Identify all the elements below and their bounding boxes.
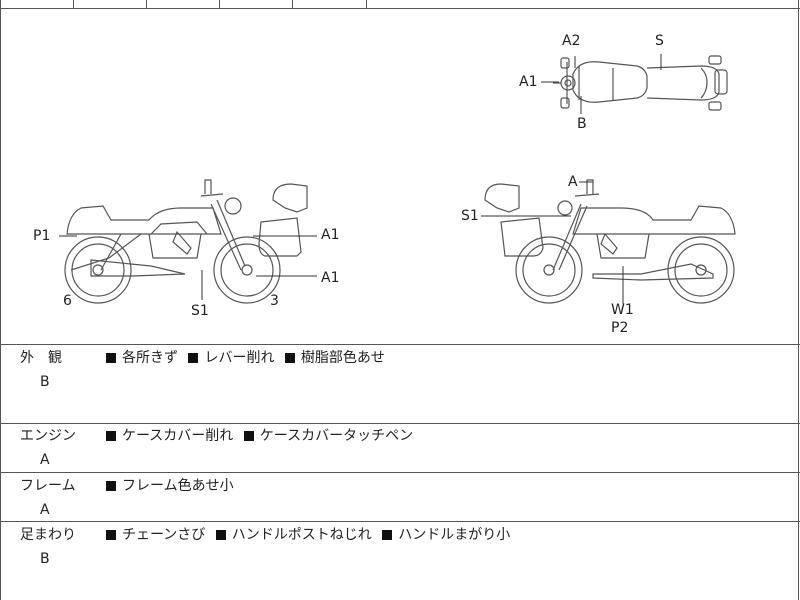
left-view-label-a1-upper: A1 — [321, 227, 340, 243]
category-row-exterior: 外 観 B 各所きず レバー削れ 樹脂部色あせ — [0, 345, 798, 423]
top-view-label-s: S — [655, 33, 664, 49]
category-row-suspension: 足まわり B チェーンさび ハンドルポストねじれ ハンドルまがり小 — [0, 522, 798, 600]
bullet-square-icon — [215, 530, 226, 540]
category-grade: A — [40, 452, 50, 468]
bullet-square-icon — [188, 353, 199, 363]
bullet-square-icon — [382, 530, 393, 540]
category-grade: A — [40, 502, 50, 518]
note-item: 樹脂部色あせ — [284, 349, 385, 367]
top-cell-divider — [366, 0, 367, 8]
category-grade: B — [40, 374, 50, 390]
top-cell-divider — [292, 0, 293, 8]
bullet-square-icon — [106, 481, 116, 491]
note-item: ハンドルポストねじれ — [215, 526, 372, 544]
category-notes: 各所きず レバー削れ 樹脂部色あせ — [106, 349, 391, 367]
top-cell-divider — [146, 0, 147, 8]
left-view-label-a1-lower: A1 — [321, 270, 340, 286]
note-item: ケースカバータッチペン — [243, 427, 413, 445]
category-title: 足まわり — [20, 527, 76, 543]
row-divider — [0, 423, 800, 424]
bullet-square-icon — [106, 431, 116, 441]
top-cell-divider — [219, 0, 220, 8]
note-item: ケースカバー削れ — [106, 427, 233, 445]
motorcycle-top-view — [553, 55, 728, 111]
bullet-square-icon — [284, 353, 295, 363]
right-view-label-p2: P2 — [611, 320, 629, 336]
top-view-label-a2: A2 — [562, 33, 581, 49]
row-divider — [0, 521, 800, 522]
note-item: チェーンさび — [106, 526, 205, 544]
motorcycle-left-side-view — [64, 179, 308, 304]
category-row-engine: エンジン A ケースカバー削れ ケースカバータッチペン — [0, 424, 798, 472]
top-row-bottom-border — [0, 8, 800, 9]
category-notes: ケースカバー削れ ケースカバータッチペン — [106, 427, 419, 445]
sheet-left-border — [0, 0, 1, 600]
row-divider — [0, 472, 800, 473]
category-title: エンジン — [20, 428, 76, 444]
bullet-square-icon — [106, 530, 116, 540]
category-notes: フレーム色あせ小 — [106, 477, 240, 495]
note-item: フレーム色あせ小 — [106, 477, 234, 495]
left-view-label-3: 3 — [270, 293, 279, 309]
top-view-label-b: B — [577, 116, 587, 132]
right-view-label-w1: W1 — [611, 302, 634, 318]
category-grade: B — [40, 551, 50, 567]
category-title: フレーム — [20, 478, 76, 494]
left-view-label-p1: P1 — [33, 228, 51, 244]
damage-location-diagram: A2 S A1 B P1 A1 A1 6 S1 3 A S1 W1 P2 — [1, 8, 798, 344]
left-view-label-6: 6 — [63, 293, 72, 309]
top-cell-divider — [73, 0, 74, 8]
bullet-square-icon — [243, 431, 254, 441]
category-title: 外 観 — [20, 350, 62, 366]
motorcycle-right-side-view — [484, 179, 736, 304]
category-row-frame: フレーム A フレーム色あせ小 — [0, 473, 798, 521]
right-view-label-a: A — [568, 174, 578, 190]
note-item: レバー削れ — [188, 349, 274, 367]
sheet-right-border — [798, 0, 799, 600]
bullet-square-icon — [106, 353, 116, 363]
category-notes: チェーンさび ハンドルポストねじれ ハンドルまがり小 — [106, 526, 516, 544]
motorcycle-diagram-svg — [59, 54, 736, 304]
diagram-bottom-border — [0, 344, 800, 345]
note-item: 各所きず — [106, 349, 178, 367]
right-view-label-s1: S1 — [461, 208, 479, 224]
top-view-label-a1: A1 — [519, 74, 538, 90]
left-view-label-s1: S1 — [191, 303, 209, 319]
note-item: ハンドルまがり小 — [382, 526, 510, 544]
